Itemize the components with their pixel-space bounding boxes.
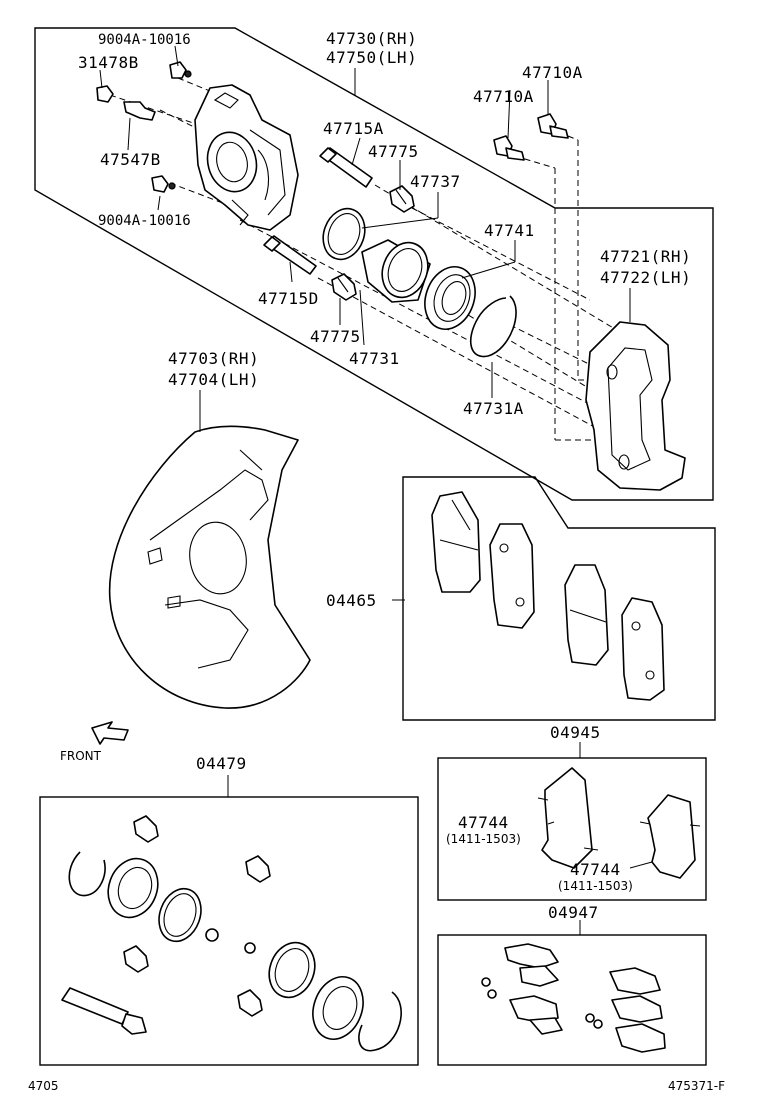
- front-arrow: [91, 721, 129, 745]
- label-9004a-10016-bottom: 9004A-10016: [98, 213, 191, 229]
- label-47547b: 47547B: [100, 150, 161, 169]
- anti-squeal-shims: [537, 767, 701, 879]
- label-47775-top: 47775: [368, 142, 419, 161]
- seal-kit-contents: [61, 815, 402, 1052]
- label-47704-lh: 47704(LH): [168, 370, 259, 389]
- caliper-bracket: [585, 321, 686, 491]
- piston: [361, 239, 431, 303]
- label-47710a-upper: 47710A: [522, 63, 583, 82]
- pad-set-frame: [402, 476, 716, 721]
- note-47744-first: (1411-1503): [446, 832, 521, 846]
- mounting-bolts: [493, 113, 569, 161]
- dust-boot: [424, 266, 476, 330]
- label-47722-lh: 47722(LH): [600, 268, 691, 287]
- footer-right-code: 475371-F: [668, 1079, 725, 1093]
- snap-ring: [470, 295, 517, 358]
- caliper-body: [194, 84, 299, 231]
- bleeder-and-bolts: [96, 61, 192, 193]
- label-04465: 04465: [326, 591, 377, 610]
- label-47744-second: 47744: [570, 860, 621, 879]
- pin-boots: [331, 185, 415, 301]
- label-47775-bottom: 47775: [310, 327, 361, 346]
- label-47703-rh: 47703(RH): [168, 349, 259, 368]
- label-47750-lh: 47750(LH): [326, 48, 417, 67]
- shim-kit-frame: [437, 757, 707, 901]
- pad-fitting-clips: [481, 943, 666, 1053]
- label-47737: 47737: [410, 172, 461, 191]
- label-47715d: 47715D: [258, 289, 319, 308]
- label-47715a: 47715A: [323, 119, 384, 138]
- label-31478b: 31478B: [78, 53, 139, 72]
- label-47731: 47731: [349, 349, 400, 368]
- label-47744-first: 47744: [458, 813, 509, 832]
- label-front: FRONT: [60, 749, 102, 763]
- dust-cover: [108, 425, 311, 709]
- label-04479: 04479: [196, 754, 247, 773]
- label-04947: 04947: [548, 903, 599, 922]
- footer-left-code: 4705: [28, 1079, 59, 1093]
- brake-pads: [431, 491, 665, 701]
- seal-kit-frame: [39, 796, 419, 1066]
- label-04945: 04945: [550, 723, 601, 742]
- label-47731a: 47731A: [463, 399, 524, 418]
- fitting-kit-frame: [437, 934, 707, 1066]
- note-47744-second: (1411-1503): [558, 879, 633, 893]
- label-47721-rh: 47721(RH): [600, 247, 691, 266]
- label-47741: 47741: [484, 221, 535, 240]
- caliper-assembly-frame: [34, 27, 714, 501]
- guide-pins: [263, 147, 373, 275]
- leader-lines: [99, 45, 653, 935]
- piston-seal: [322, 207, 366, 261]
- label-47730-rh: 47730(RH): [326, 29, 417, 48]
- label-9004a-10016-top: 9004A-10016: [98, 32, 191, 48]
- label-47710a-lower: 47710A: [473, 87, 534, 106]
